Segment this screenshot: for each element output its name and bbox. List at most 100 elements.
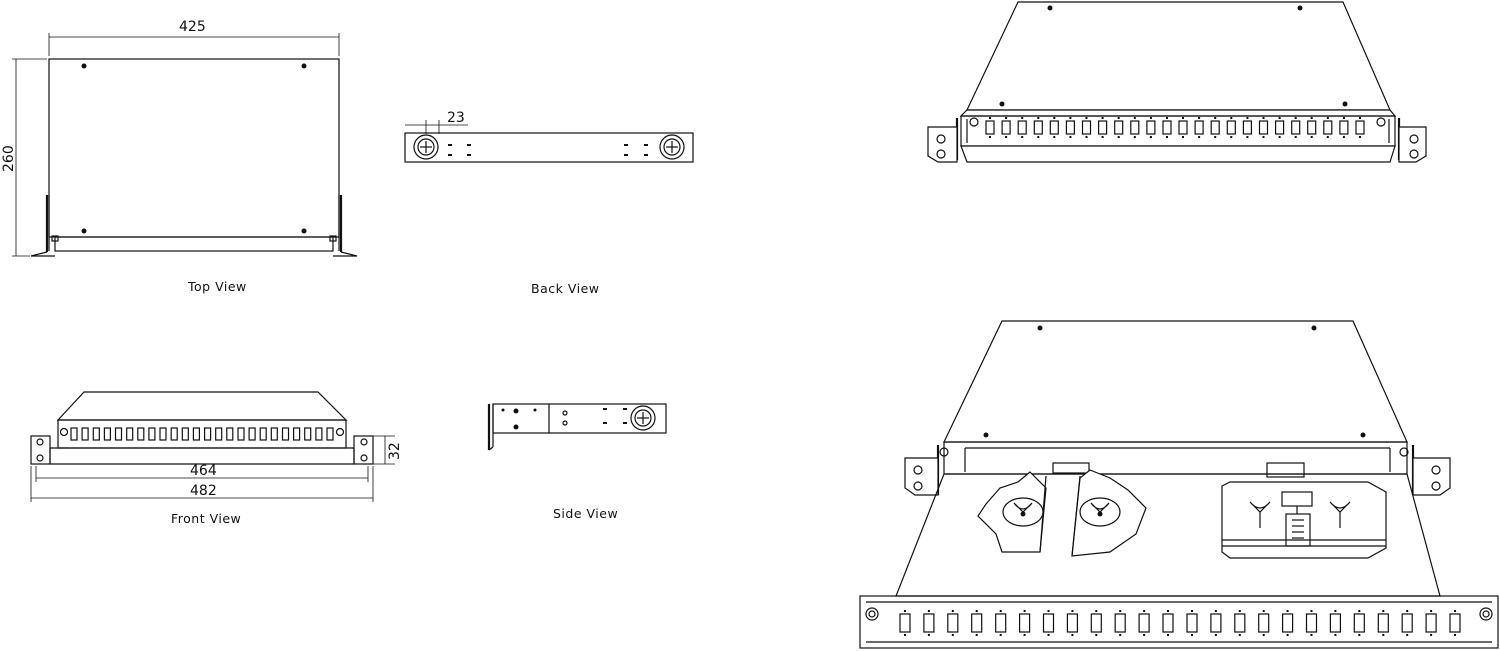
port [315, 427, 323, 441]
port-mark [1095, 634, 1098, 636]
port [1042, 613, 1055, 633]
port-mark [1047, 634, 1050, 636]
port-mark [1198, 136, 1201, 138]
port-mark [1053, 136, 1056, 138]
port [1049, 120, 1059, 135]
port-mark [1166, 117, 1168, 119]
port-mark [927, 610, 930, 612]
port-mark [951, 610, 954, 612]
port-mark [1101, 117, 1104, 119]
port-mark [1053, 117, 1056, 119]
port [1097, 120, 1108, 135]
port [1323, 120, 1333, 135]
port-mark [1149, 136, 1152, 138]
dim-front-height: 32 [387, 442, 403, 460]
port [995, 613, 1007, 633]
label-side-view: Side View [553, 506, 618, 521]
port [899, 613, 911, 633]
dim-top-depth: 260 [1, 145, 17, 172]
port [1425, 613, 1437, 633]
port-mark [1021, 136, 1024, 138]
port [70, 427, 78, 441]
port [248, 427, 256, 441]
port [1242, 120, 1253, 135]
port-mark [989, 136, 991, 138]
port [923, 613, 935, 633]
port [1274, 120, 1285, 135]
port [1138, 613, 1150, 633]
port [192, 427, 200, 441]
splice-tray [1221, 481, 1387, 559]
port [1339, 120, 1349, 135]
port-mark [1230, 136, 1233, 138]
port-mark [1359, 117, 1361, 119]
port-mark [1166, 136, 1168, 138]
port [1018, 613, 1031, 633]
port-mark [1143, 610, 1146, 612]
port [170, 427, 178, 441]
port-mark [1101, 136, 1104, 138]
port [1194, 120, 1204, 135]
front-view-ports [70, 427, 334, 441]
port [304, 427, 312, 441]
port-mark [1085, 136, 1088, 138]
port-mark [1334, 610, 1337, 612]
port-mark [1085, 117, 1088, 119]
iso-open-ports [899, 610, 1461, 636]
dim-front-outer: 482 [190, 483, 217, 499]
port-mark [1182, 136, 1184, 138]
port-mark [1406, 634, 1409, 636]
port [103, 427, 112, 441]
port-mark [1069, 136, 1072, 138]
port-mark [1214, 610, 1217, 612]
port-mark [999, 634, 1002, 636]
port-mark [1095, 610, 1098, 612]
port [114, 427, 123, 441]
port [1258, 613, 1270, 633]
port-mark [1238, 634, 1241, 636]
port [947, 613, 959, 633]
port [1258, 120, 1269, 135]
port-mark [1182, 117, 1184, 119]
port-mark [1143, 634, 1146, 636]
port-mark [1071, 610, 1074, 612]
port [1162, 120, 1172, 135]
port [985, 120, 995, 135]
label-front-view: Front View [171, 511, 241, 526]
port-mark [1430, 634, 1433, 636]
port [971, 613, 983, 633]
port [1114, 120, 1124, 135]
port [1146, 120, 1156, 135]
port [226, 427, 234, 441]
port [1305, 613, 1318, 633]
port [1033, 120, 1043, 135]
port-mark [1262, 136, 1265, 138]
port-mark [1278, 136, 1281, 138]
port [1210, 613, 1222, 633]
port-mark [1246, 117, 1249, 119]
side-view: Side View [487, 403, 667, 521]
port-mark [904, 634, 906, 636]
port-mark [1023, 634, 1026, 636]
port [326, 427, 334, 441]
port-mark [1214, 117, 1217, 119]
dim-back-offset: 23 [447, 110, 465, 126]
port-mark [1294, 136, 1297, 138]
iso-closed-ports [985, 117, 1365, 138]
dim-top-width: 425 [179, 19, 206, 35]
port [1307, 120, 1317, 135]
iso-open-view [859, 320, 1499, 649]
port [148, 427, 156, 441]
back-view: 23 Back View [404, 110, 694, 296]
port-mark [1119, 634, 1122, 636]
port-mark [1119, 610, 1122, 612]
port-mark [1310, 610, 1313, 612]
port-mark [1047, 610, 1050, 612]
port-mark [1037, 136, 1040, 138]
port [1355, 120, 1365, 135]
port-mark [951, 634, 954, 636]
port [181, 427, 189, 441]
label-back-view: Back View [531, 281, 599, 296]
dim-front-inner: 464 [190, 463, 217, 479]
port-mark [1238, 610, 1241, 612]
